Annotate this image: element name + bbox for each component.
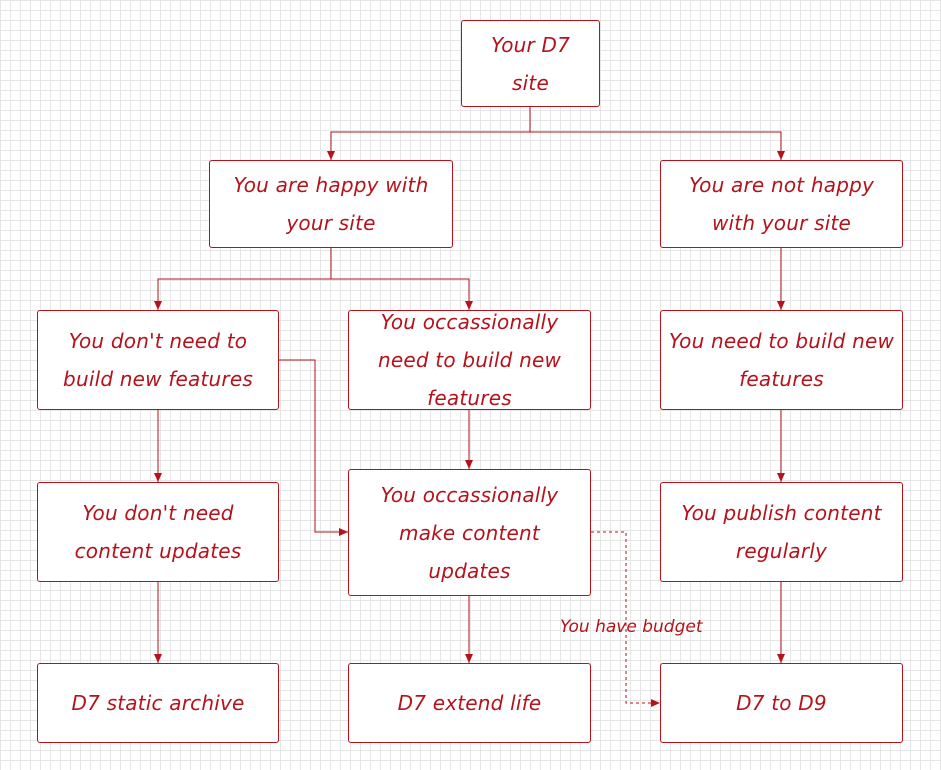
edge-root-to-happy xyxy=(327,107,531,160)
node-d7-to-d9: D7 to D9 xyxy=(660,663,903,743)
node-d7-extend-life: D7 extend life xyxy=(348,663,591,743)
node-no-content-updates: You don't need content updates xyxy=(37,482,279,582)
node-not-happy-with-site: You are not happy with your site xyxy=(660,160,903,248)
node-need-new-features: You need to build new features xyxy=(660,310,903,410)
edge-root-to-not-happy xyxy=(530,131,785,160)
node-occasional-features: You occassionally need to build new feat… xyxy=(348,310,591,410)
edge-happy-to-no-features xyxy=(154,248,332,310)
node-occasional-content-updates: You occassionally make content updates xyxy=(348,469,591,596)
edge-no-features-to-occ-updates xyxy=(279,359,348,536)
node-your-d7-site: Your D7 site xyxy=(461,20,600,107)
node-d7-static-archive: D7 static archive xyxy=(37,663,279,743)
edge-label-budget: You have budget xyxy=(560,617,703,637)
node-happy-with-site: You are happy with your site xyxy=(209,160,453,248)
node-no-new-features: You don't need to build new features xyxy=(37,310,279,410)
edge-occ-updates-to-d7-to-d9 xyxy=(591,531,660,707)
node-publish-regularly: You publish content regularly xyxy=(660,482,903,582)
edge-happy-to-occ-features xyxy=(331,278,473,310)
